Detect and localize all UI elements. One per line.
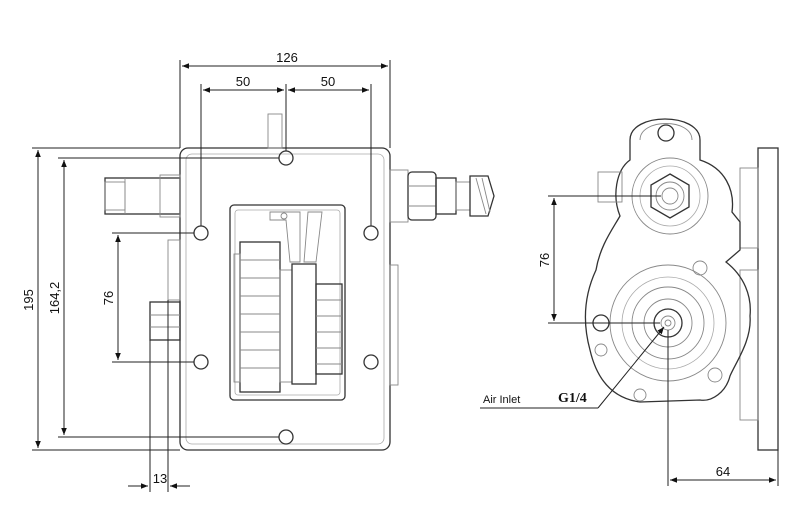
dim-half-right: 50 <box>321 74 335 89</box>
side-flange <box>757 147 779 451</box>
dim-half-left: 50 <box>236 74 250 89</box>
dim-width-total: 126 <box>276 50 298 65</box>
bolt-hole-bottom <box>278 429 294 445</box>
bolt-hole-right-lower <box>363 354 379 370</box>
dim-height-inner: 164,2 <box>47 282 62 315</box>
air-fitting <box>389 169 495 223</box>
dim-offset-right: 64 <box>716 464 730 479</box>
dim-hole-spacing-left: 76 <box>101 291 116 305</box>
side-view: 76 64 Air Inlet G1/4 <box>480 118 779 486</box>
thread-label: G1/4 <box>558 391 587 406</box>
bolt-hole-right-upper <box>363 225 379 241</box>
bolt-hole-left-upper <box>193 225 209 241</box>
input-shaft <box>104 177 181 215</box>
dim-hole-spacing-right: 76 <box>537 253 552 267</box>
front-view: 126 50 50 195 164,2 76 13 <box>21 50 495 492</box>
housing <box>584 118 751 403</box>
gear-window <box>229 204 346 401</box>
bolt-hole-left-lower <box>193 354 209 370</box>
flange-plate <box>179 147 391 451</box>
air-inlet-label: Air Inlet <box>483 394 520 406</box>
dim-offset-bottom: 13 <box>153 471 167 486</box>
dim-height-total: 195 <box>21 289 36 311</box>
gear-stack <box>233 211 343 393</box>
bolt-hole-top <box>278 150 294 166</box>
